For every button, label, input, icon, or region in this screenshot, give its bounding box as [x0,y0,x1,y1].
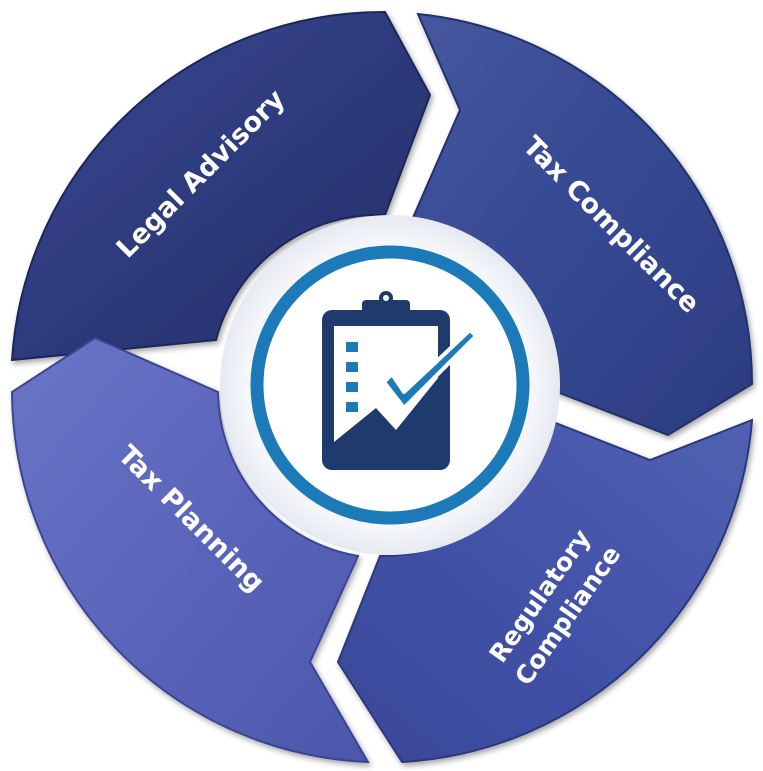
clipboard-checklist-icon [322,291,478,470]
segment-tax-planning [10,336,370,764]
segment-legal-advisory [10,10,432,362]
